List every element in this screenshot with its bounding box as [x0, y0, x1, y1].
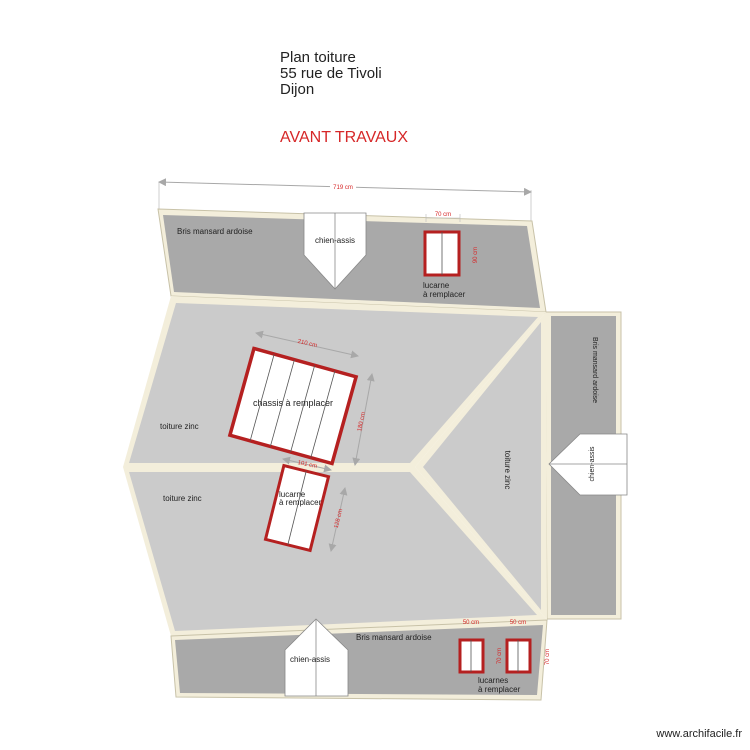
dimension-overall-width: 719 cm: [158, 178, 532, 222]
plan-status: AVANT TRAVAUX: [280, 129, 409, 146]
svg-text:50 cm: 50 cm: [463, 620, 479, 626]
svg-text:128 cm: 128 cm: [334, 508, 345, 529]
plan-city: Dijon: [280, 81, 315, 98]
svg-text:chien-assis: chien-assis: [290, 655, 330, 664]
svg-text:180 cm: 180 cm: [357, 412, 367, 433]
right-mansard-label: Bris mansard ardoise: [591, 337, 598, 403]
chassis-a-remplacer: chassis à remplacer 210 cm 180 cm: [227, 330, 375, 466]
svg-text:719 cm: 719 cm: [333, 185, 353, 191]
svg-text:chien-assis: chien-assis: [589, 446, 596, 482]
svg-text:210 cm: 210 cm: [297, 339, 318, 349]
svg-text:lucarnes: lucarnes: [478, 676, 508, 685]
lucarnes-bottom: 50 cm 50 cm 70 cm 70 cm lucarnes à rempl…: [458, 620, 551, 694]
svg-text:lucarne: lucarne: [423, 281, 450, 290]
lucarne-top: 70 cm 90 cm lucarne à remplacer: [423, 212, 479, 299]
svg-text:50 cm: 50 cm: [510, 620, 526, 626]
svg-text:à remplacer: à remplacer: [279, 498, 322, 507]
svg-text:chien-assis: chien-assis: [315, 236, 355, 245]
archifacile-watermark: www.archifacile.fr: [656, 728, 742, 740]
zinc-right-label: toiture zinc: [503, 451, 512, 490]
zinc-upper-label: toiture zinc: [160, 422, 199, 431]
svg-text:70 cm: 70 cm: [497, 648, 503, 664]
chien-assis-bottom: chien-assis: [284, 618, 349, 697]
zinc-lower-label: toiture zinc: [163, 494, 202, 503]
svg-text:70 cm: 70 cm: [545, 649, 551, 665]
top-mansard-label: Bris mansard ardoise: [177, 227, 253, 236]
zinc-right-zone: toiture zinc: [415, 312, 547, 620]
chien-assis-top: chien-assis: [303, 212, 367, 290]
svg-text:90 cm: 90 cm: [473, 247, 479, 263]
svg-text:lucarne: lucarne: [279, 490, 306, 499]
plan-title-block: Plan toiture 55 rue de Tivoli Dijon: [280, 50, 382, 98]
svg-text:à remplacer: à remplacer: [423, 290, 466, 299]
svg-text:70 cm: 70 cm: [435, 212, 451, 218]
lucarne-middle: lucarne à remplacer 101 cm 128 cm: [263, 456, 348, 553]
bottom-mansard-label: Bris mansard ardoise: [356, 633, 432, 642]
bottom-mansard-zone: Bris mansard ardoise: [170, 619, 548, 701]
svg-text:101 cm: 101 cm: [297, 460, 318, 470]
plan-title: Plan toiture: [280, 49, 356, 66]
svg-text:chassis à remplacer: chassis à remplacer: [253, 398, 333, 408]
svg-text:à remplacer: à remplacer: [478, 685, 521, 694]
chien-assis-right: chien-assis: [548, 433, 628, 496]
plan-address: 55 rue de Tivoli: [280, 65, 382, 82]
